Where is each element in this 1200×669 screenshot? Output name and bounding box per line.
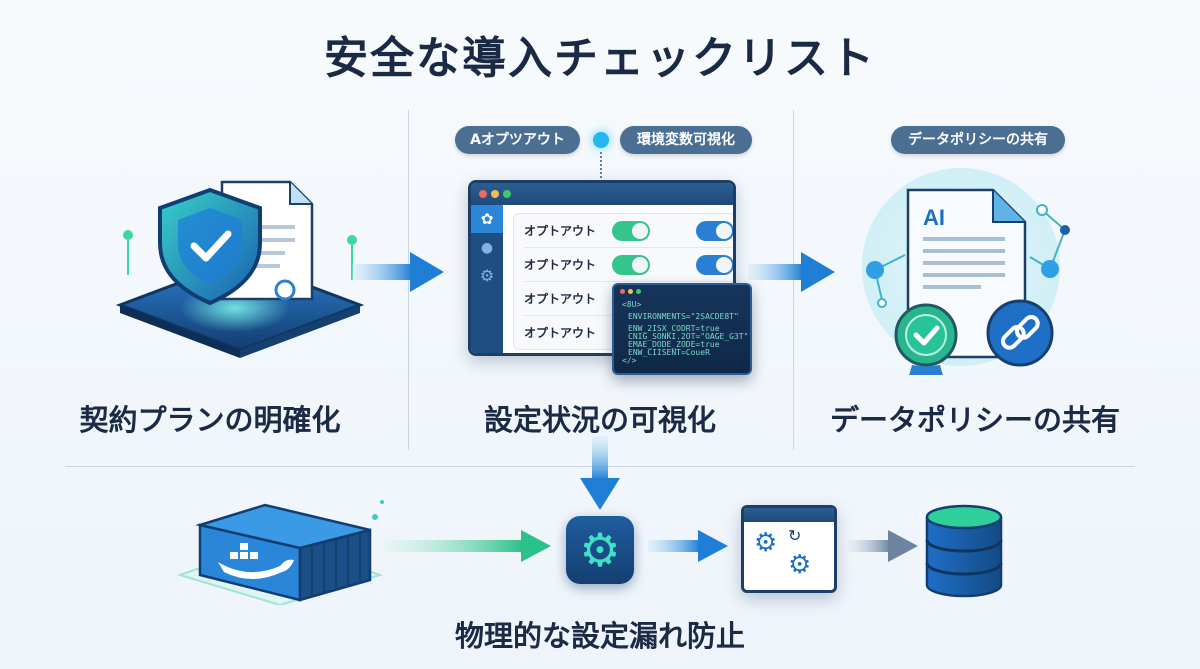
setting-label: オプトアウト [524,258,597,272]
toggle-switch[interactable] [612,220,650,241]
policy-document-illustration: AI [866,188,1070,375]
toggle-switch[interactable] [696,254,733,275]
arrow-down-icon [580,436,620,510]
code-line: ENW_CIISENT=CoueR [628,348,710,357]
section-label-contract: 契約プランの明確化 [79,403,341,437]
app-logo-icon[interactable]: ✿ [471,205,503,233]
setting-label: オプトアウト [524,224,597,238]
arrow-right-icon [748,252,835,292]
setting-label: オプトアウト [524,292,597,306]
code-line: ENW_2ISX_CODRT=true [628,324,720,333]
shield-contract-illustration [115,180,365,358]
connector-line [600,152,602,178]
section-label-settings: 設定状況の可視化 [483,403,716,437]
gear-settings-icon: ⚙ [566,516,634,584]
setting-row: オプトアウト [524,214,733,248]
code-line: EMAE_DODE_ZODE=true [628,340,720,349]
code-line: ENVIRONMENTS="2SACDE8T" [628,312,739,321]
section-label-policy: データポリシーの共有 [829,403,1120,437]
toggle-switch[interactable] [696,220,733,241]
docker-container-icon [176,500,384,605]
code-line: <8U> [622,300,642,309]
arrow-right-icon [848,530,918,562]
shield-check-icon [158,187,262,306]
user-icon[interactable]: ● [480,240,494,256]
code-line: CNIG_SONKI.2OT="OAGE_G3T" [628,332,749,341]
gear-icon: ⚙ [754,528,778,558]
arrow-right-icon [383,530,551,562]
pill-data-policy: データポリシーの共有 [891,126,1065,154]
bottom-label: 物理的な設定漏れ防止 [454,619,745,653]
env-code-panel: <8U> ENVIRONMENTS="2SACDE8T" ENW_2ISX_CO… [612,283,752,375]
connector-dot [593,132,609,148]
gear-icon[interactable]: ⚙ [479,266,495,285]
setting-label: オプトアウト [524,326,597,340]
code-line: </> [622,356,637,365]
gear-icon: ⚙ [788,550,812,580]
page-title: 安全な導入チェックリスト [324,33,876,84]
cycle-arrow-icon: ↻ [788,526,802,545]
arrow-right-icon [352,252,444,292]
database-icon [925,504,1003,598]
arrow-right-icon [648,530,728,562]
toggle-switch[interactable] [612,254,650,275]
pill-env-visibility: 環境変数可視化 [620,126,752,154]
verified-badge-icon [894,303,958,375]
link-icon [986,299,1054,367]
automation-window-icon: ⚙ ⚙ ↻ [741,505,837,593]
doc-ai-text: AI [923,205,945,230]
pill-ai-optout: Aオプツアウト [455,126,580,154]
setting-row: オプトアウト [524,248,733,282]
